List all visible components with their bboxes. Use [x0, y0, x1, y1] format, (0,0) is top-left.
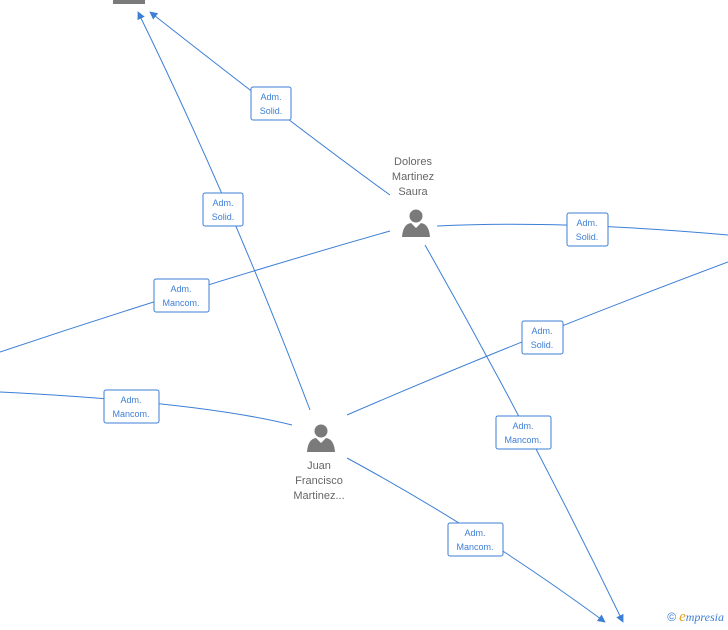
edge-juan-to-left — [0, 391, 293, 426]
svg-text:Mancom.: Mancom. — [112, 409, 149, 419]
svg-text:Solid.: Solid. — [212, 212, 235, 222]
person-name-line: Saura — [398, 186, 428, 198]
copyright-symbol: © — [667, 610, 677, 624]
person-name-line: Martinez — [392, 171, 434, 183]
brand-watermark: © empresia — [667, 609, 724, 626]
svg-text:Adm.: Adm. — [260, 92, 281, 102]
edge-label-e2[interactable]: Adm. Solid. — [202, 192, 244, 227]
edge-label-e6[interactable]: Adm. Mancom. — [103, 389, 160, 424]
person-node-juan[interactable]: Juan Francisco Martinez... — [293, 424, 345, 503]
svg-text:Solid.: Solid. — [260, 106, 283, 116]
svg-text:Mancom.: Mancom. — [456, 542, 493, 552]
edge-label-e8[interactable]: Adm. Mancom. — [447, 522, 504, 557]
edge-label-e4[interactable]: Adm. Mancom. — [153, 278, 210, 313]
edge-label-e5[interactable]: Adm. Solid. — [521, 320, 564, 355]
svg-text:Mancom.: Mancom. — [162, 298, 199, 308]
person-icon — [307, 424, 335, 452]
svg-text:Adm.: Adm. — [464, 528, 485, 538]
svg-text:Solid.: Solid. — [576, 232, 599, 242]
person-name-line: Dolores — [394, 156, 432, 168]
brand-initial: e — [679, 609, 686, 625]
svg-text:Solid.: Solid. — [531, 340, 554, 350]
company-icon[interactable] — [113, 0, 145, 4]
svg-text:Adm.: Adm. — [212, 198, 233, 208]
svg-text:Adm.: Adm. — [576, 218, 597, 228]
person-name-line: Francisco — [295, 475, 343, 487]
person-name-line: Juan — [307, 460, 331, 472]
svg-text:Adm.: Adm. — [512, 421, 533, 431]
svg-text:Mancom.: Mancom. — [504, 435, 541, 445]
brand-name: mpresia — [685, 610, 724, 624]
person-node-dolores[interactable]: Dolores Martinez Saura — [392, 156, 434, 237]
svg-text:Adm.: Adm. — [120, 395, 141, 405]
person-icon — [402, 209, 430, 237]
edge-label-e7[interactable]: Adm. Mancom. — [495, 415, 552, 450]
svg-text:Adm.: Adm. — [531, 326, 552, 336]
person-name-line: Martinez... — [293, 490, 344, 502]
svg-text:Adm.: Adm. — [170, 284, 191, 294]
edge-label-e1[interactable]: Adm. Solid. — [250, 86, 292, 121]
edge-label-e3[interactable]: Adm. Solid. — [566, 212, 609, 247]
